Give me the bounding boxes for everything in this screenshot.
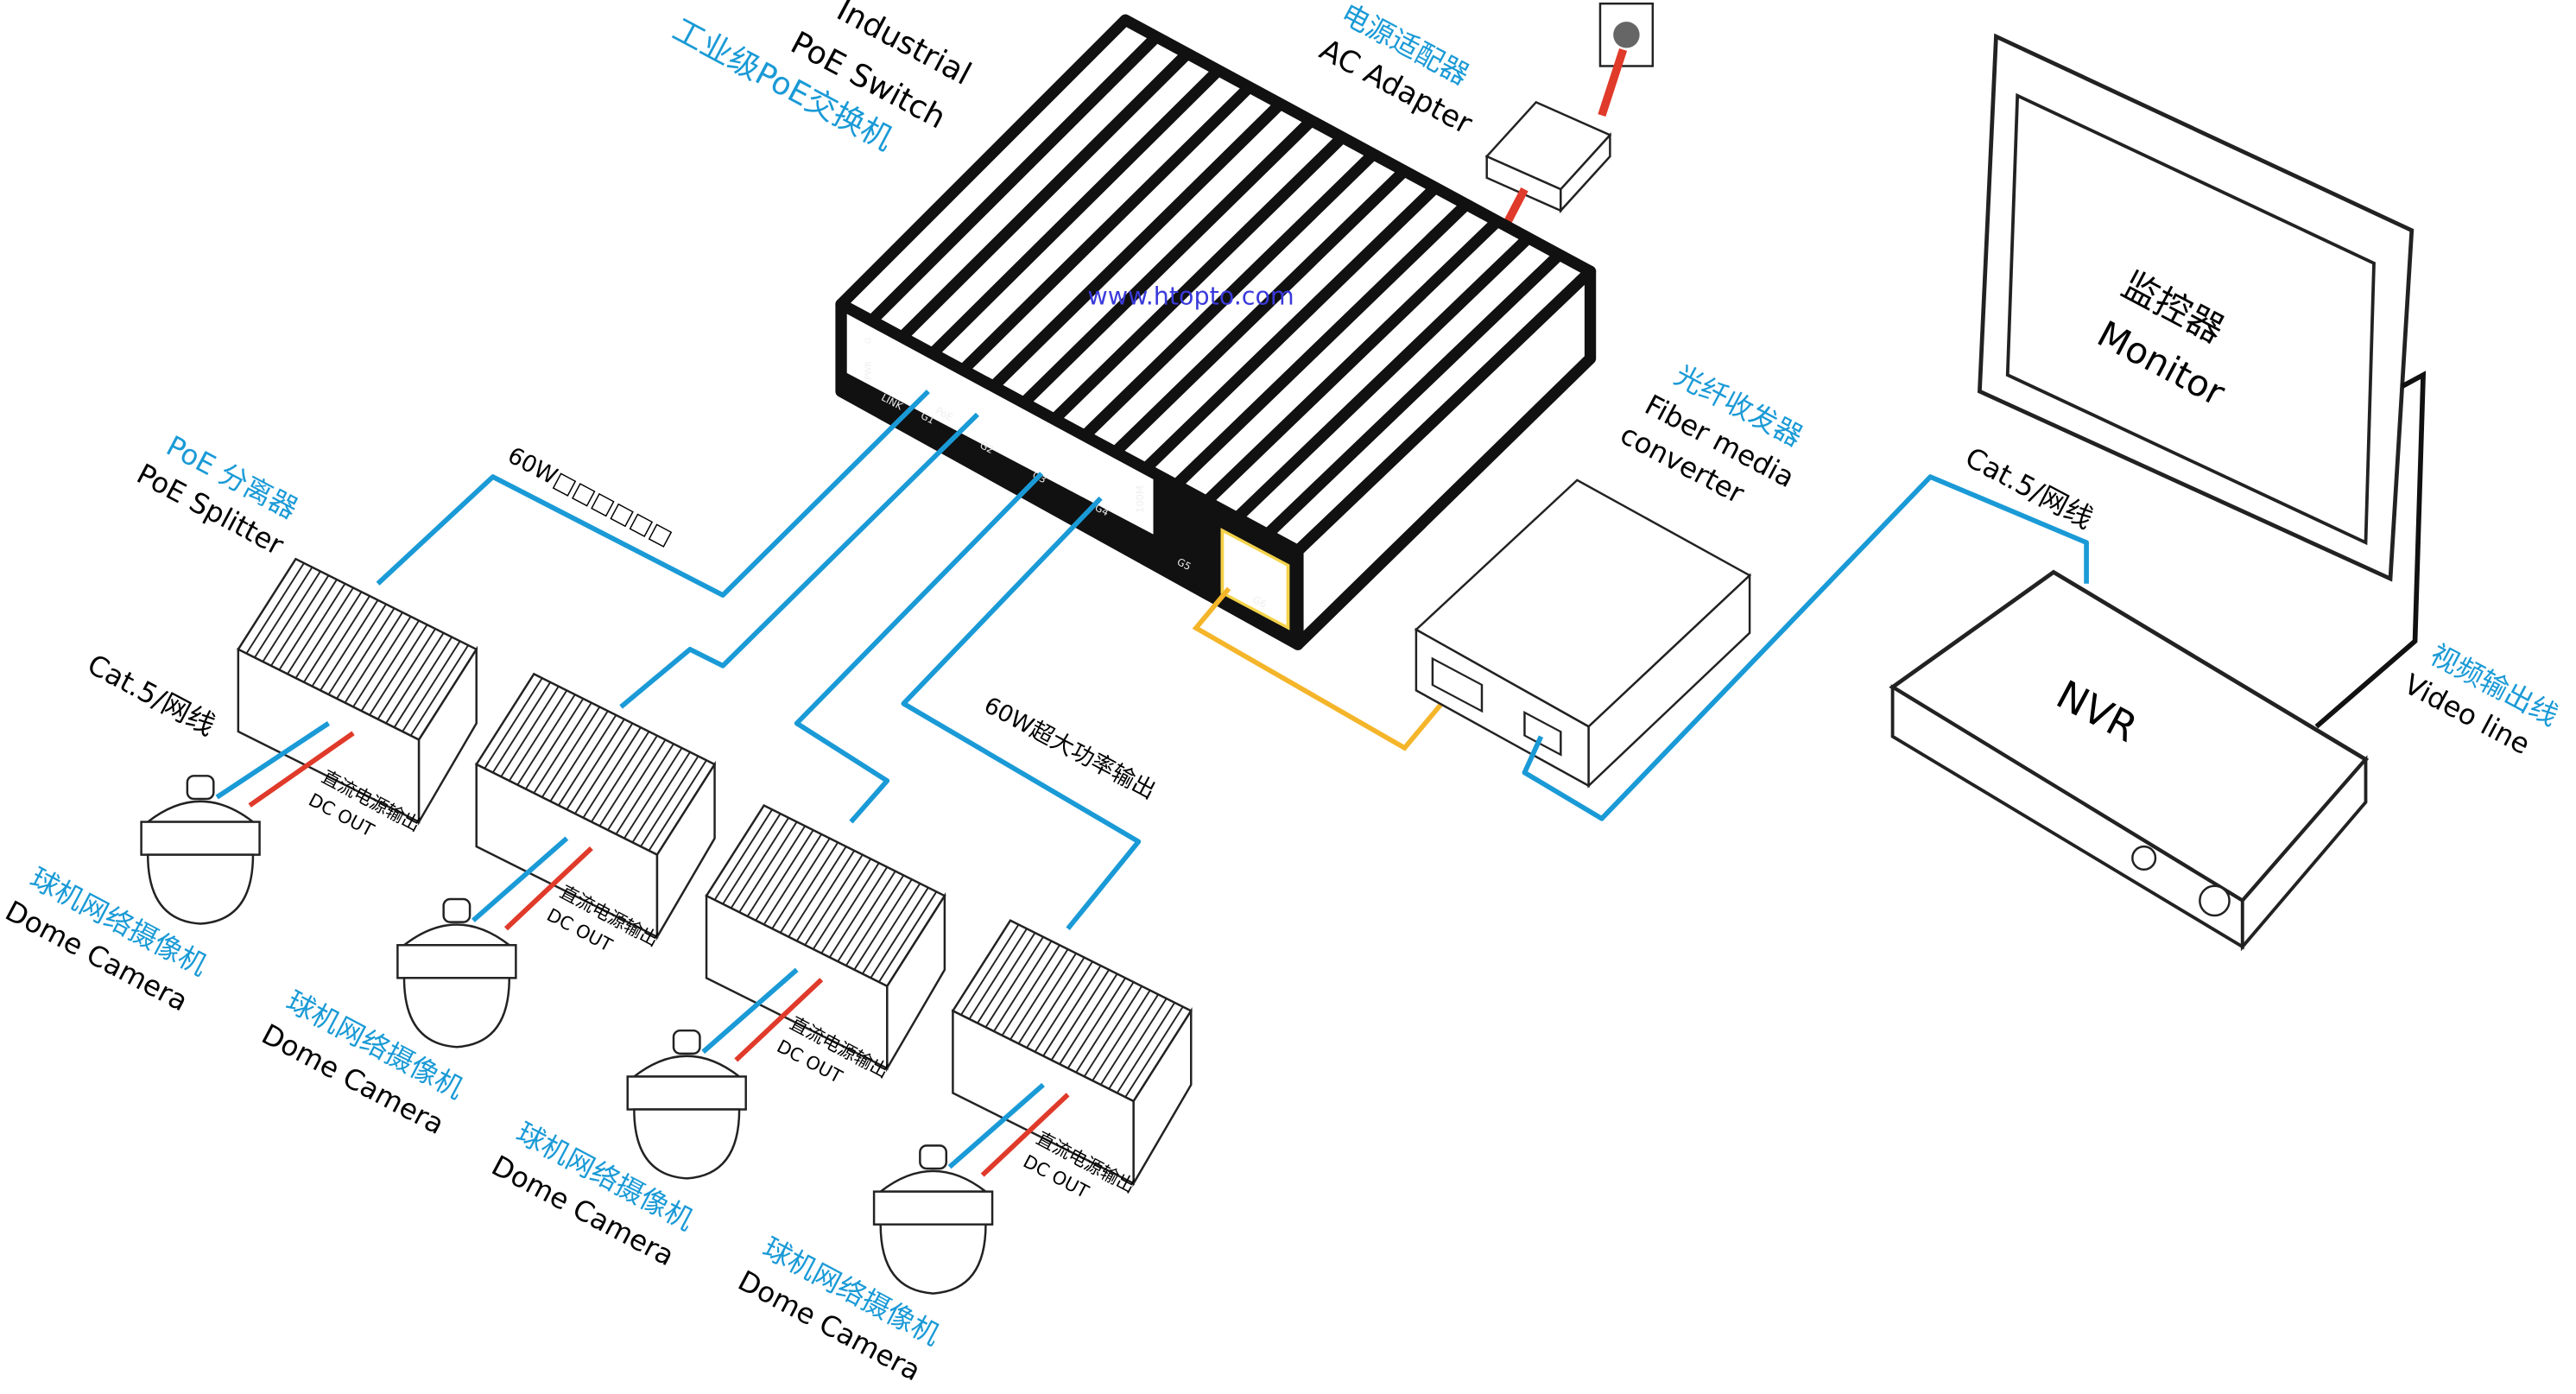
cable-g3 bbox=[794, 472, 1044, 824]
led-g-label: G bbox=[864, 338, 873, 344]
dc-power-cable bbox=[503, 846, 593, 931]
heatsink-fin bbox=[1050, 133, 1347, 424]
cable-cat5-label: Cat.5/网线 bbox=[82, 648, 220, 742]
heatsink-fin bbox=[1202, 217, 1502, 506]
watermark: www.htopto.com bbox=[1087, 282, 1294, 310]
nvr: NVR bbox=[1889, 569, 2370, 952]
fiber-media-converter bbox=[1414, 478, 1752, 789]
camera-ethernet-cable bbox=[472, 836, 569, 922]
heatsink-fin bbox=[959, 83, 1254, 375]
industrial-poe-switch: G PWR LINK PoE G1 G2 G3 G4 G5 G6 100M ww… bbox=[835, 14, 1597, 650]
dome-camera bbox=[872, 1144, 994, 1295]
dc-power-cable bbox=[248, 731, 355, 808]
poe-splitter bbox=[951, 919, 1193, 1188]
camera-ethernet-cable bbox=[947, 1082, 1045, 1169]
dome-camera bbox=[140, 775, 261, 925]
cable-g2 bbox=[619, 412, 979, 709]
heatsink-fin bbox=[1263, 250, 1564, 539]
power-cord bbox=[1598, 48, 1628, 117]
poe-splitter bbox=[705, 803, 946, 1073]
dc-power-cable bbox=[734, 978, 824, 1062]
heatsink-fin bbox=[1141, 183, 1440, 473]
heatsink-fin bbox=[928, 66, 1223, 358]
wall-socket bbox=[1598, 2, 1655, 67]
port-g5: G5 bbox=[1175, 555, 1193, 573]
led-pwr-indicator bbox=[850, 359, 862, 371]
heatsink-fin bbox=[867, 32, 1161, 326]
speed-label: 100M bbox=[1134, 485, 1146, 513]
output-label: 60W超大功率输出 bbox=[979, 692, 1160, 805]
ac-adapter bbox=[1484, 100, 1612, 214]
dome-camera bbox=[396, 897, 517, 1049]
fiber-cable bbox=[1192, 586, 1448, 751]
heatsink-fin bbox=[1019, 116, 1316, 408]
led-g-indicator bbox=[850, 333, 862, 345]
port-g4: G4 bbox=[1093, 501, 1111, 518]
port-g2: G2 bbox=[978, 439, 996, 456]
poe-splitter bbox=[474, 672, 717, 941]
dome-camera bbox=[626, 1029, 747, 1180]
port-g6: G6 bbox=[1250, 593, 1269, 611]
poe-splitter bbox=[237, 557, 478, 827]
monitor: 监控器 Monitor bbox=[1977, 33, 2427, 729]
camera-ethernet-cable bbox=[215, 721, 331, 800]
camera-ethernet-cable bbox=[701, 967, 799, 1055]
cable-g4 bbox=[901, 496, 1142, 931]
heatsink-fin bbox=[1080, 149, 1377, 440]
cable-fiber-to-nvr bbox=[1522, 474, 2089, 821]
heatsink-fin bbox=[1232, 233, 1533, 523]
sfp-port bbox=[1220, 528, 1290, 630]
heatsink-fin bbox=[1111, 167, 1408, 457]
cable-g1 bbox=[376, 390, 930, 598]
heatsink-fin bbox=[1172, 200, 1471, 490]
led-pwr-label: PWR bbox=[864, 361, 873, 380]
heatsink-fin bbox=[989, 99, 1285, 391]
dc-power-cable bbox=[980, 1093, 1070, 1177]
port-g1: G1 bbox=[919, 409, 937, 427]
heatsink-fin bbox=[897, 49, 1192, 342]
